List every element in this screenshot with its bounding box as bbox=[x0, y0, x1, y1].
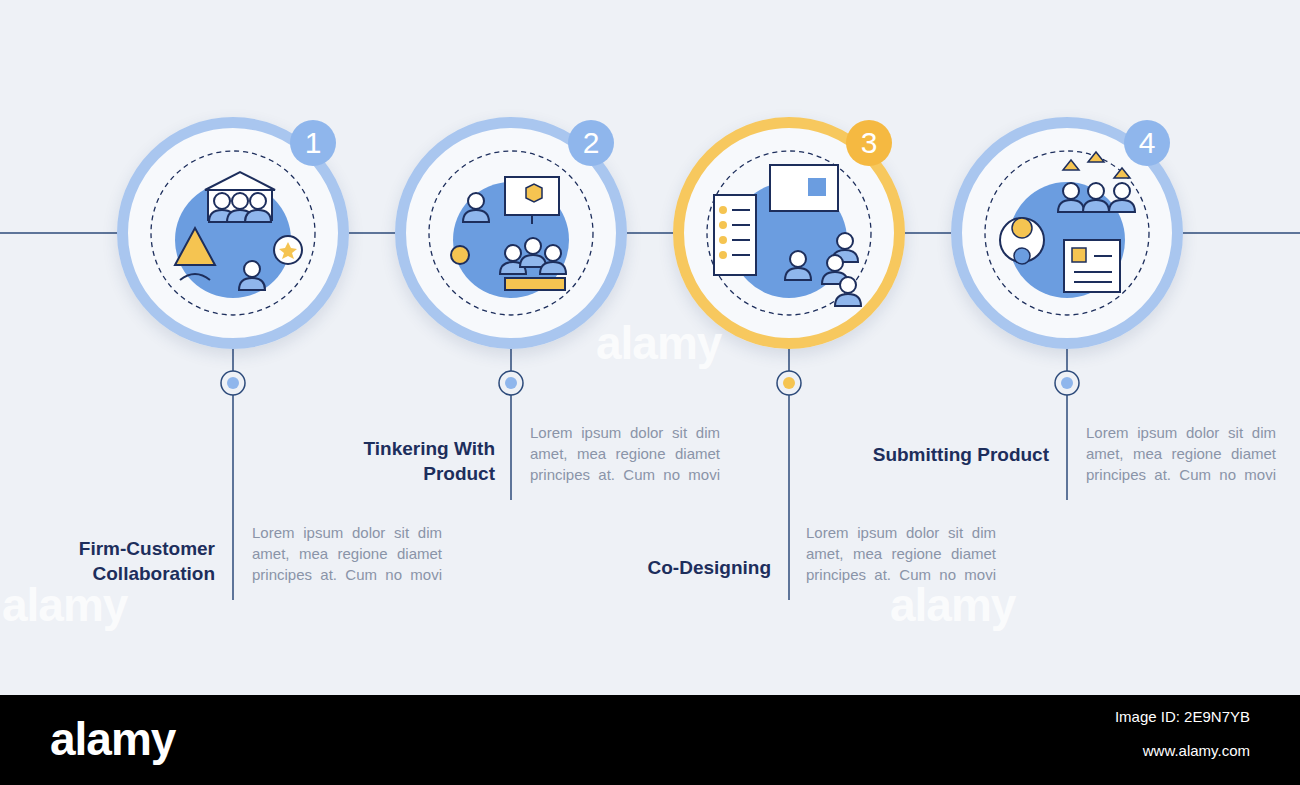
step-title: Firm-Customer Collaboration bbox=[35, 536, 215, 586]
step-circle: 1 bbox=[117, 117, 349, 349]
step-description: Lorem ipsum dolor sit dim amet, mea regi… bbox=[252, 522, 442, 585]
step-title: Co-Designing bbox=[591, 555, 771, 580]
image-id: Image ID: 2E9N7YB bbox=[1115, 708, 1250, 725]
step-circle: 2 bbox=[395, 117, 627, 349]
connector-line bbox=[905, 232, 951, 234]
footer-url: www.alamy.com bbox=[1143, 742, 1250, 759]
step-number: 4 bbox=[1124, 120, 1170, 166]
step-description: Lorem ipsum dolor sit dim amet, mea regi… bbox=[530, 422, 720, 485]
connector-line bbox=[627, 232, 673, 234]
step-description: Lorem ipsum dolor sit dim amet, mea regi… bbox=[1086, 422, 1276, 485]
step-circle: 4 bbox=[951, 117, 1183, 349]
step-number: 2 bbox=[568, 120, 614, 166]
step-title: Tinkering With Product bbox=[315, 436, 495, 486]
watermark: alamy bbox=[2, 578, 127, 632]
step-description: Lorem ipsum dolor sit dim amet, mea regi… bbox=[806, 522, 996, 585]
watermark: alamy bbox=[596, 316, 721, 370]
step-number: 3 bbox=[846, 120, 892, 166]
step-circle: 3 bbox=[673, 117, 905, 349]
footer-logo: alamy bbox=[50, 712, 175, 766]
connector-line bbox=[349, 232, 395, 234]
watermark: alamy bbox=[890, 578, 1015, 632]
footer-bar bbox=[0, 695, 1300, 785]
step-title: Submitting Product bbox=[869, 442, 1049, 467]
step-number: 1 bbox=[290, 120, 336, 166]
